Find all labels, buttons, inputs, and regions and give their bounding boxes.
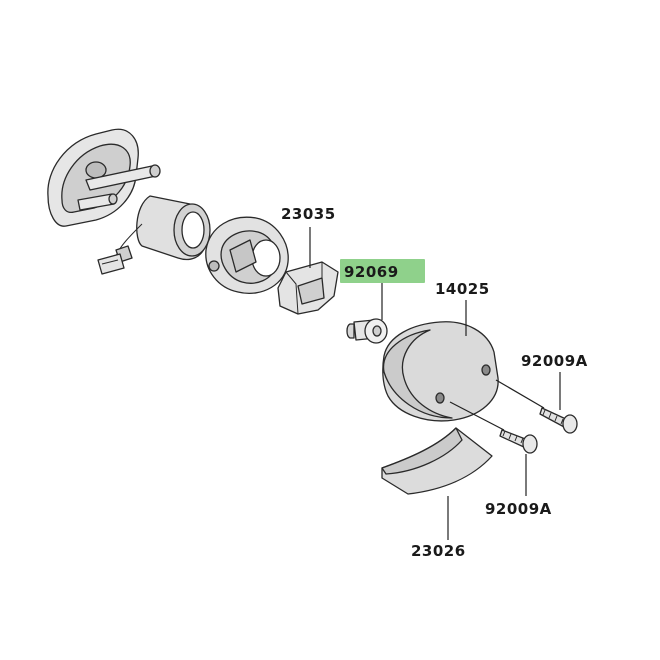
label-14025: 14025 [435,280,490,298]
lens-housing-part [205,216,289,294]
part-92069-bulb [346,318,388,344]
base-plate-part [47,128,161,227]
leader-screw-upper-to-lens [495,379,545,409]
part-23026-reflector [381,427,493,495]
part-14025-lens [382,321,499,422]
label-23035: 23035 [281,205,336,223]
bulb-socket-part [97,195,211,275]
screw-upper-part [539,407,578,434]
part-23035-bracket [277,261,339,315]
part-labels: 23035 92069 14025 92009A 92009A 23026 [281,205,588,560]
leader-lines [309,227,561,540]
label-92009a-bottom: 92009A [485,500,552,518]
label-92009a-top: 92009A [521,352,588,370]
label-92069-highlight [340,259,425,283]
label-92069: 92069 [344,263,399,281]
label-23026: 23026 [411,542,466,560]
screw-lower-part [499,429,538,454]
leader-screw-lower-to-lens [449,401,505,431]
